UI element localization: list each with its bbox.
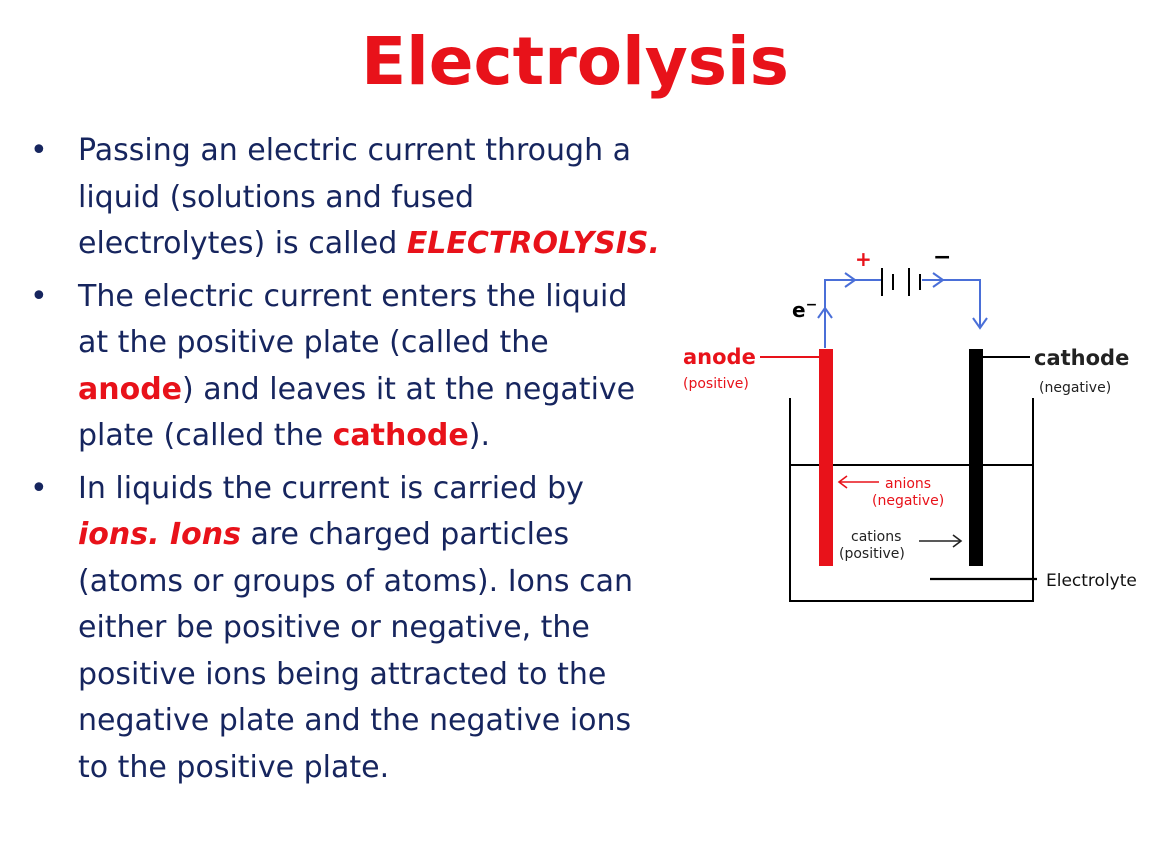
cations-label: cations: [851, 529, 901, 545]
anions-sublabel: (negative): [872, 493, 944, 509]
cathode-sublabel: (negative): [1039, 380, 1111, 396]
bullet-item: • Passing an electric current through a …: [30, 128, 660, 268]
arrow-right: [844, 272, 857, 288]
bullet-text: Passing an electric current through a li…: [78, 133, 632, 261]
cations-sublabel: (positive): [839, 546, 905, 562]
electron-label: e−: [792, 297, 817, 322]
term-electrolysis: ELECTROLYSIS.: [406, 226, 660, 261]
bullet-dot: •: [30, 470, 48, 506]
anode-sublabel: (positive): [683, 376, 749, 392]
bullet-text: In liquids the current is carried by: [78, 470, 584, 506]
bullet-dot: •: [30, 278, 48, 314]
minus-sign: −: [933, 245, 951, 270]
term-ions: ions. Ions: [78, 517, 241, 552]
bullet-text: The electric current enters the liquid a…: [78, 278, 628, 361]
wire-right: [922, 279, 981, 326]
anode-electrode: [819, 349, 833, 566]
wire-left: [824, 279, 882, 348]
bullet-text: are charged particles (atoms or groups o…: [78, 517, 633, 785]
arrow-right-2: [932, 272, 945, 288]
arrow-down: [972, 317, 988, 330]
electrolysis-diagram: + − e− anode (positive) cathode (negativ…: [675, 238, 1145, 610]
bullet-text: ) and leaves it at the negative plate (c…: [78, 371, 636, 454]
beaker: [789, 398, 1034, 602]
arrow-up: [817, 306, 833, 319]
cations-arrowhead: [952, 534, 963, 548]
bullet-item: • The electric current enters the liquid…: [30, 274, 660, 460]
electrolyte-label: Electrolyte: [1046, 571, 1137, 591]
slide-title: Electrolysis: [361, 23, 789, 100]
anions-arrowhead: [837, 475, 848, 489]
cathode-label: cathode: [1034, 346, 1129, 370]
bullet-text: ).: [468, 418, 490, 453]
plus-sign: +: [855, 247, 872, 271]
bullet-list: • Passing an electric current through a …: [30, 128, 660, 797]
term-anode: anode: [78, 371, 183, 407]
anode-label: anode: [683, 345, 756, 369]
term-cathode: cathode: [332, 418, 469, 453]
bullet-dot: •: [30, 133, 48, 168]
cathode-electrode: [969, 349, 983, 566]
anions-label: anions: [885, 476, 931, 492]
bullet-item: • In liquids the current is carried by i…: [30, 466, 660, 792]
